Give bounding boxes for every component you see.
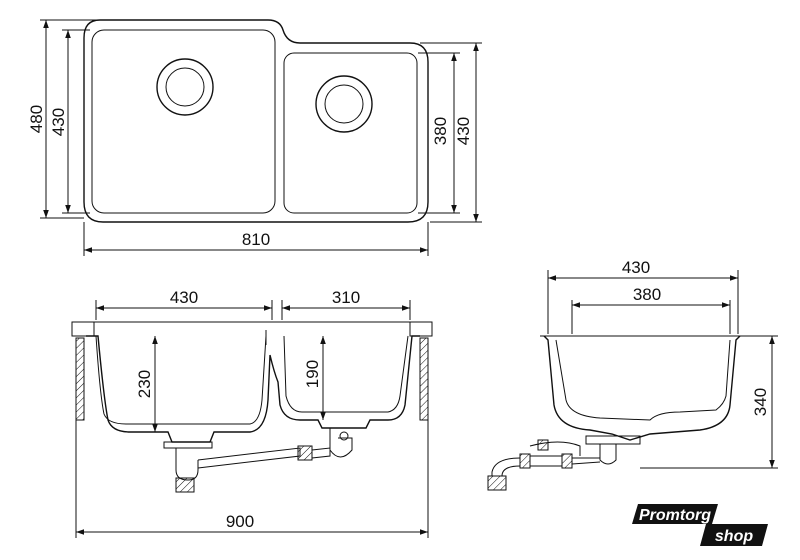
top-view-large-drain (156, 58, 214, 116)
front-view: 430 310 230 190 900 (71, 288, 433, 538)
dim-small-bowl-width-label: 310 (332, 288, 360, 307)
dim-overall-width-label: 810 (242, 230, 270, 249)
cabinet-side-left (75, 337, 85, 421)
dim-large-bowl-width-label: 430 (170, 288, 198, 307)
countertop-right (409, 321, 433, 337)
dim-side-inner-width: 380 (571, 285, 731, 334)
dim-overall-height: 480 (27, 19, 98, 219)
dim-overall-width: 810 (83, 222, 429, 256)
side-view-drain-outlet (487, 475, 507, 491)
top-view-small-drain (315, 75, 373, 133)
top-view-large-bowl (91, 29, 276, 214)
front-view-drain-outlet (175, 477, 195, 493)
dim-large-bowl-depth-label: 230 (135, 370, 154, 398)
side-view-sink-inner (555, 339, 731, 421)
dim-small-bowl-width: 310 (281, 288, 411, 320)
dim-cabinet-width: 900 (75, 420, 429, 538)
dim-bowl-height-left: 430 (49, 29, 90, 214)
dim-cabinet-width-label: 900 (226, 512, 254, 531)
dim-side-depth: 340 (640, 335, 778, 469)
front-view-sink-inner (95, 335, 409, 425)
dim-bowl-height-left-label: 430 (49, 108, 68, 136)
side-view: 430 380 340 (487, 258, 778, 491)
side-view-drain-assembly (487, 435, 641, 491)
dim-bowl-height-right: 430 (420, 42, 482, 223)
countertop-left (71, 321, 95, 337)
cabinet-side-right (419, 337, 429, 421)
top-view-outer-outline (83, 19, 429, 223)
dim-large-bowl-depth: 230 (135, 336, 158, 432)
promtorg-shop-logo: Promtorg shop (632, 504, 768, 546)
top-view-small-bowl (283, 52, 418, 214)
dim-large-bowl-width: 430 (95, 288, 273, 320)
dim-overall-height-label: 480 (27, 105, 46, 133)
dim-bowl-height-right-label: 430 (454, 117, 473, 145)
top-view: 480 430 380 430 810 (27, 19, 482, 256)
dim-small-bowl-height: 380 (418, 52, 460, 214)
logo-suffix-text: shop (715, 528, 753, 545)
dim-small-bowl-height-label: 380 (431, 117, 450, 145)
dim-side-depth-label: 340 (751, 388, 770, 416)
logo-brand-text: Promtorg (639, 507, 711, 524)
dim-side-outer-width: 430 (547, 258, 739, 334)
dim-side-inner-width-label: 380 (633, 285, 661, 304)
dim-small-bowl-depth: 190 (303, 336, 326, 420)
front-view-drain-assembly (163, 428, 353, 493)
side-view-sink-body (543, 335, 741, 441)
dim-small-bowl-depth-label: 190 (303, 360, 322, 388)
dim-side-outer-width-label: 430 (622, 258, 650, 277)
